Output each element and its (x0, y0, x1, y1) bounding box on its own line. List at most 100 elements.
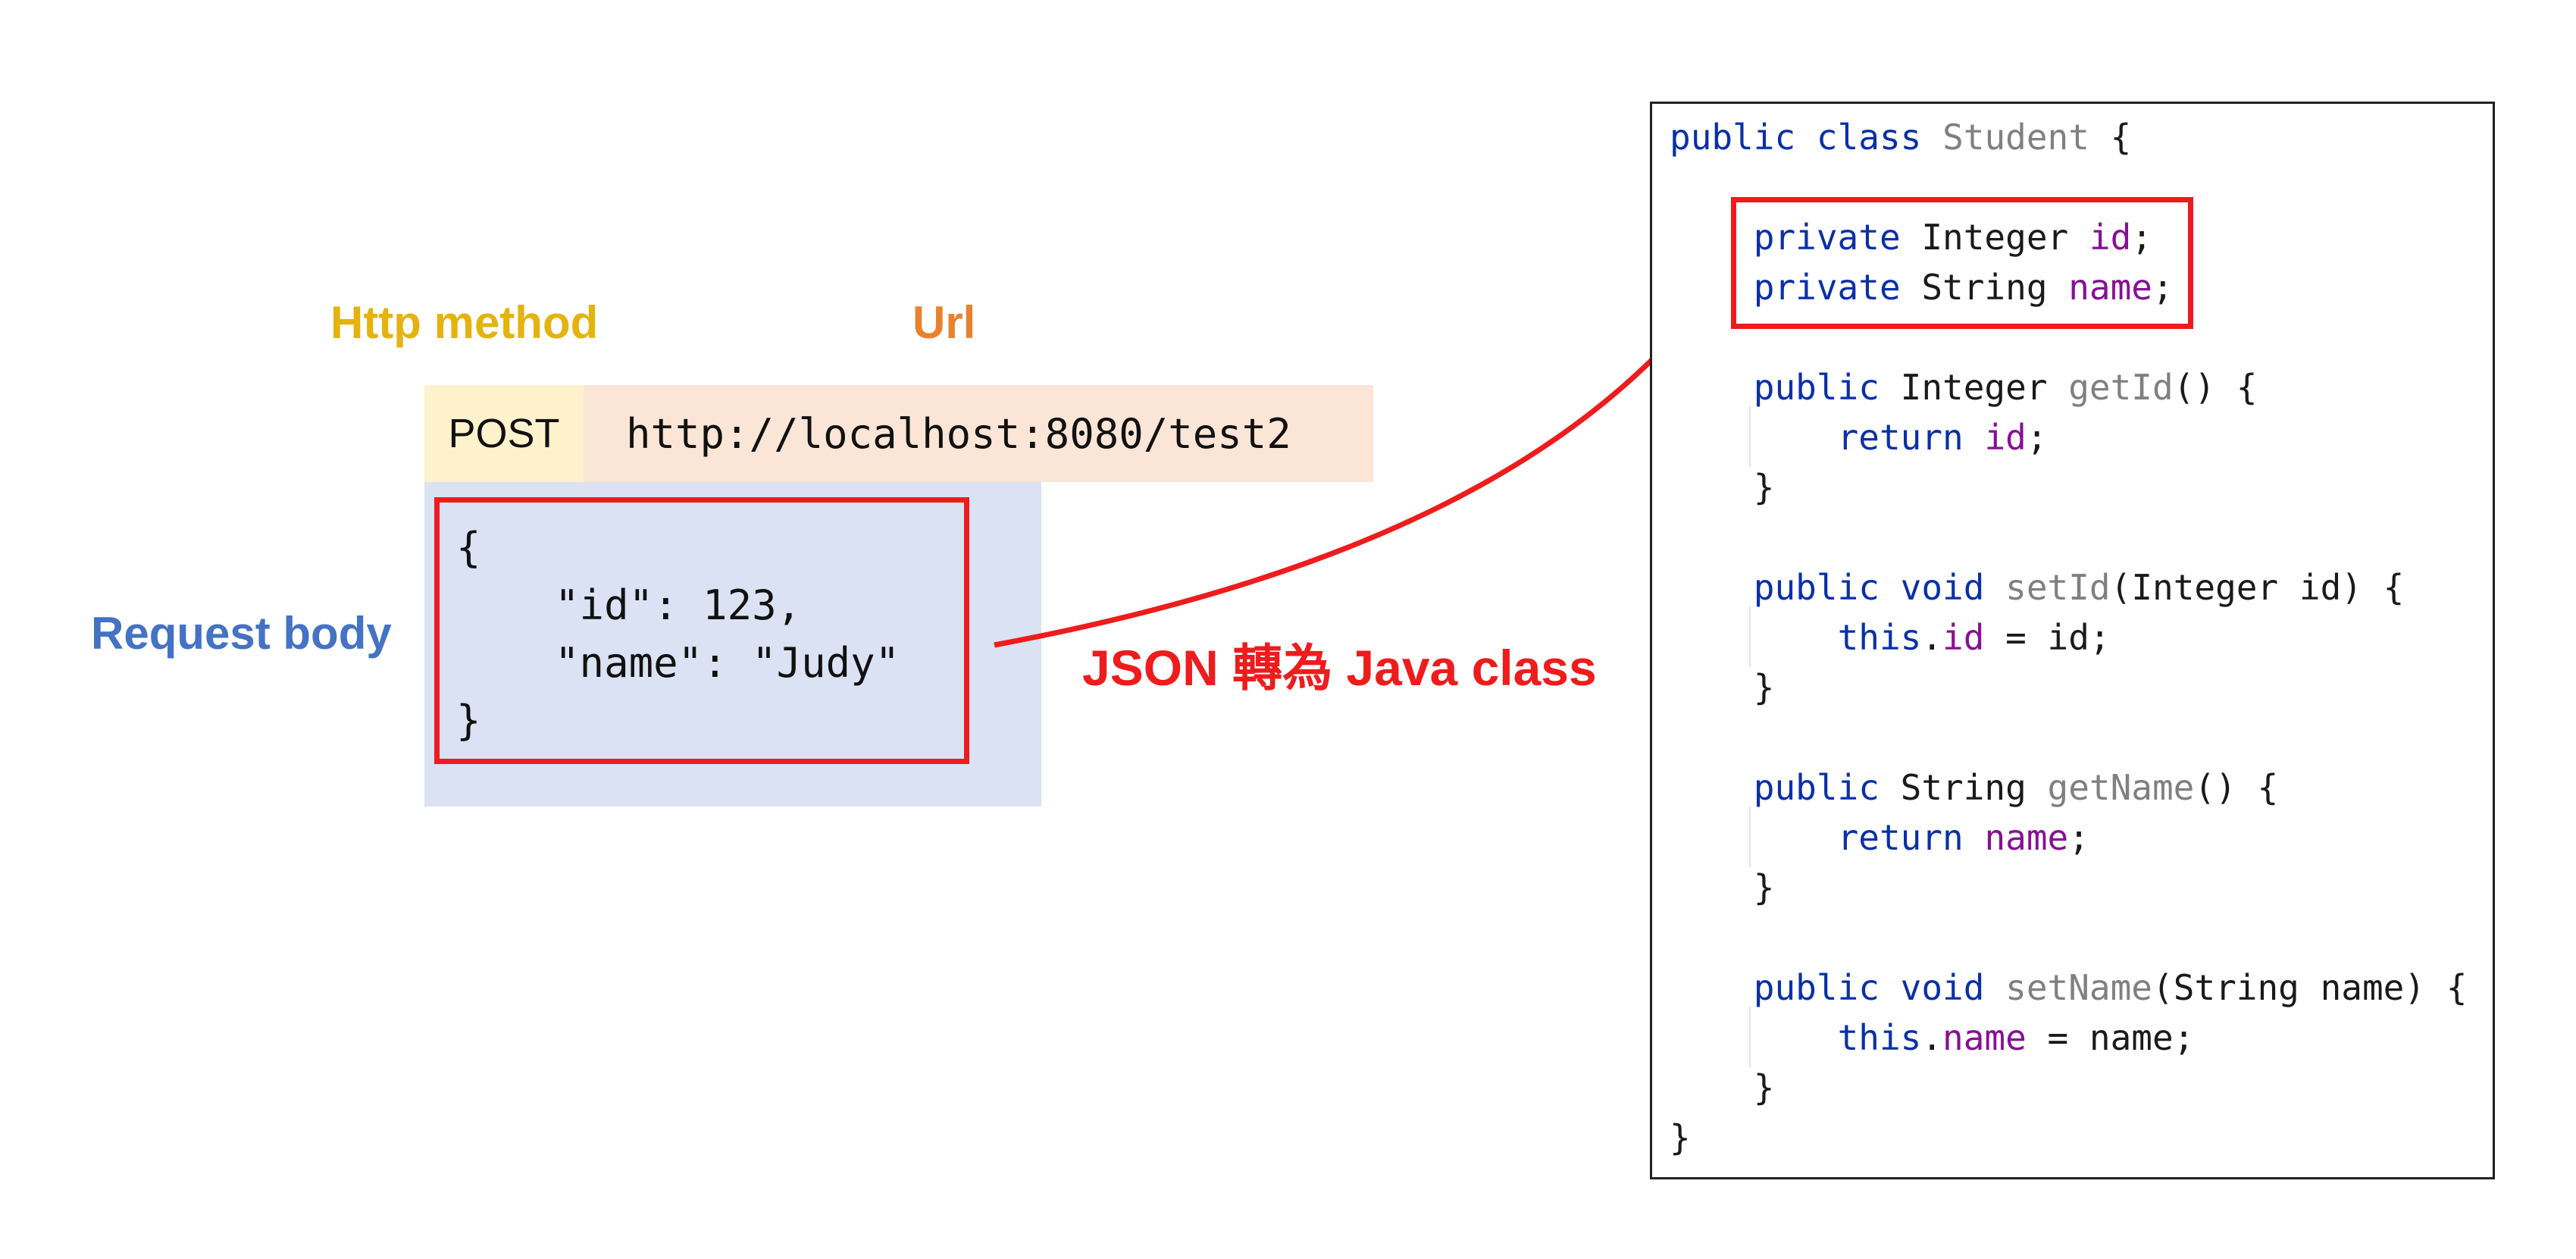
code-token: } (1670, 1117, 1691, 1158)
request-body-label: Request body (91, 608, 392, 659)
code-token: this (1837, 1017, 1922, 1058)
code-token: Student (1942, 117, 2089, 158)
code-token (1670, 267, 1754, 308)
fields-highlight-box (1731, 197, 2193, 329)
code-token: setName (2005, 967, 2153, 1008)
code-token: (String name) { (2152, 967, 2468, 1008)
indent-guide (1749, 806, 1751, 867)
code-line: } (1670, 1120, 1691, 1155)
code-line: public class Student { (1670, 120, 2131, 155)
request-body-panel (424, 482, 1041, 806)
code-token (1670, 367, 1754, 408)
code-token (1921, 117, 1942, 158)
code-token: id (1942, 617, 1985, 658)
code-token (1670, 617, 1838, 658)
code-token: } (1670, 667, 1775, 708)
code-token: } (1670, 467, 1775, 508)
indent-guide (1749, 606, 1751, 667)
code-token: setId (2005, 567, 2111, 608)
indent-guide (1749, 1007, 1751, 1067)
code-token: ; (2068, 817, 2089, 858)
json-line: } (456, 697, 481, 744)
code-token: public (1753, 567, 1880, 608)
code-token: () { (2194, 767, 2279, 808)
code-token (1880, 567, 1901, 608)
code-line: public void setId(Integer id) { (1670, 567, 2405, 608)
code-token: } (1670, 867, 1775, 908)
url-label: Url (912, 297, 976, 348)
code-token: private (1753, 217, 1901, 258)
code-token: () { (2173, 367, 2258, 408)
code-token (1964, 417, 1985, 458)
code-token: . (1921, 1017, 1943, 1058)
code-token: (Integer id) { (2110, 567, 2405, 608)
code-token: public (1670, 117, 1796, 158)
code-token (1795, 117, 1817, 158)
code-token: public (1753, 967, 1880, 1008)
json-line: { (456, 524, 481, 572)
http-method-label: Http method (330, 297, 599, 348)
code-token (1880, 967, 1901, 1008)
code-token: name (1984, 817, 2069, 858)
code-token: String (1900, 267, 2069, 308)
code-token: . (1921, 617, 1943, 658)
code-line: public Integer getId() { (1670, 367, 2258, 408)
json-line: "id": 123, (456, 581, 802, 629)
http-method-value: POST (424, 385, 584, 482)
code-token: class (1816, 117, 1922, 158)
code-line: } (1670, 467, 1775, 508)
code-token (1984, 567, 2005, 608)
code-token (1984, 967, 2005, 1008)
code-token (1670, 217, 1754, 258)
code-token: ; (2152, 267, 2174, 308)
json-highlight-box (434, 497, 969, 764)
code-line: } (1670, 1067, 1775, 1108)
code-line: return name; (1670, 820, 2089, 855)
code-line: public String getName() { (1670, 770, 2278, 805)
code-token (1670, 817, 1838, 858)
java-class-panel (1650, 102, 2495, 1179)
json-line: "name": "Judy" (456, 639, 900, 687)
code-line: } (1670, 667, 1775, 708)
code-token: public (1753, 767, 1880, 808)
code-token (1670, 767, 1754, 808)
code-token (1670, 417, 1838, 458)
url-value: http://localhost:8080/test2 (584, 385, 1373, 482)
code-token: Integer (1879, 367, 2069, 408)
code-line: this.id = id; (1670, 620, 2111, 655)
code-token (1964, 817, 1985, 858)
code-token: = name; (2026, 1017, 2195, 1058)
conversion-arrow-line (994, 268, 1730, 648)
code-token (1670, 1017, 1838, 1058)
code-token: ; (2131, 217, 2152, 258)
code-line: return id; (1670, 420, 2048, 455)
code-token: return (1837, 817, 1964, 858)
code-token: Integer (1900, 217, 2089, 258)
code-token (1670, 967, 1754, 1008)
code-token: String (1879, 767, 2048, 808)
code-line: this.name = name; (1670, 1017, 2195, 1058)
code-token: id (2089, 217, 2132, 258)
indent-guide (1749, 406, 1751, 467)
code-token: name (1942, 1017, 2027, 1058)
code-line: private Integer id; (1670, 220, 2152, 255)
code-token (1670, 567, 1754, 608)
code-token: = id; (1984, 617, 2111, 658)
code-token: { (2089, 117, 2132, 158)
conversion-label: JSON 轉為 Java class (1082, 640, 1597, 696)
code-token: getId (2068, 367, 2174, 408)
code-token: void (1900, 567, 1985, 608)
code-line: } (1670, 867, 1775, 908)
code-token: private (1753, 267, 1901, 308)
code-token: void (1900, 967, 1985, 1008)
code-line: public void setName(String name) { (1670, 967, 2468, 1008)
code-token: name (2068, 267, 2152, 308)
code-token: return (1837, 417, 1964, 458)
code-token: ; (2026, 417, 2048, 458)
code-line: private String name; (1670, 270, 2174, 305)
code-token: id (1984, 417, 2027, 458)
code-token: this (1837, 617, 1922, 658)
code-token: } (1670, 1067, 1775, 1108)
code-token: getName (2047, 767, 2195, 808)
code-token: public (1753, 367, 1880, 408)
